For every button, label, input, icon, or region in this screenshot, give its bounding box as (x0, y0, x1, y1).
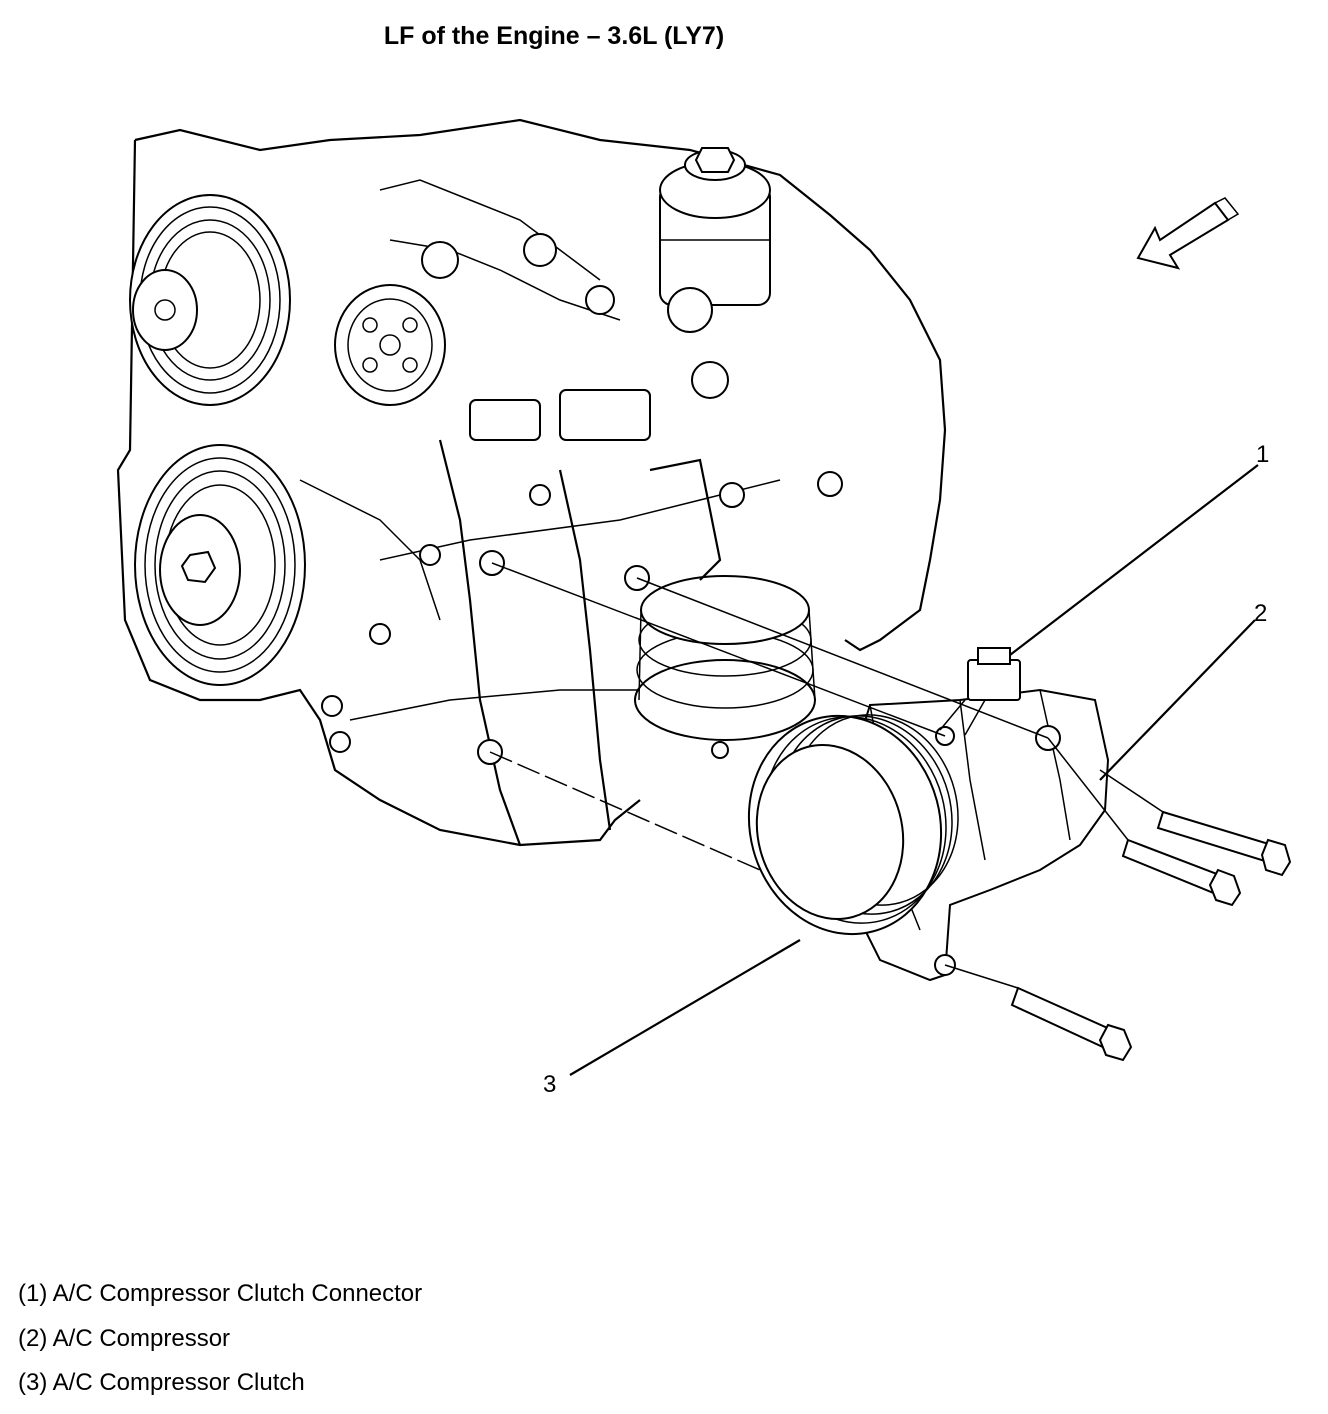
idler-pulley (334, 284, 446, 406)
callout-2: 2 (1254, 600, 1267, 627)
ac-compressor-clutch (747, 714, 959, 936)
upper-crank-pulley (129, 194, 291, 406)
oil-filter-housing (659, 147, 771, 306)
callout-3: 3 (543, 1071, 556, 1098)
bolt-upper (1156, 810, 1292, 877)
legend: (1) A/C Compressor Clutch Connector (2) … (18, 1272, 422, 1406)
lower-crank-pulley (134, 444, 306, 686)
leader-line-2 (1099, 619, 1256, 781)
alignment-lines (489, 562, 1164, 989)
arrow-icon (1136, 197, 1240, 270)
engine-mount (634, 458, 816, 759)
bolt-lower (1010, 986, 1133, 1062)
legend-item-clutch-connector: (1) A/C Compressor Clutch Connector (18, 1280, 423, 1307)
leader-line-1 (1009, 464, 1259, 656)
bolt-middle (1121, 838, 1242, 907)
legend-item-compressor: (2) A/C Compressor (18, 1324, 231, 1352)
leader-lines (569, 464, 1259, 1076)
callout-1: 1 (1256, 441, 1269, 468)
diagram-title: LF of the Engine – 3.6L (LY7) (383, 22, 725, 50)
intake-parts (379, 179, 729, 441)
legend-item-clutch: (3) A/C Compressor Clutch (18, 1369, 305, 1396)
engine-block (116, 118, 947, 847)
leader-line-3 (569, 939, 801, 1076)
ac-compressor-clutch-connector (939, 647, 1021, 736)
mounting-bolts (1010, 810, 1292, 1062)
